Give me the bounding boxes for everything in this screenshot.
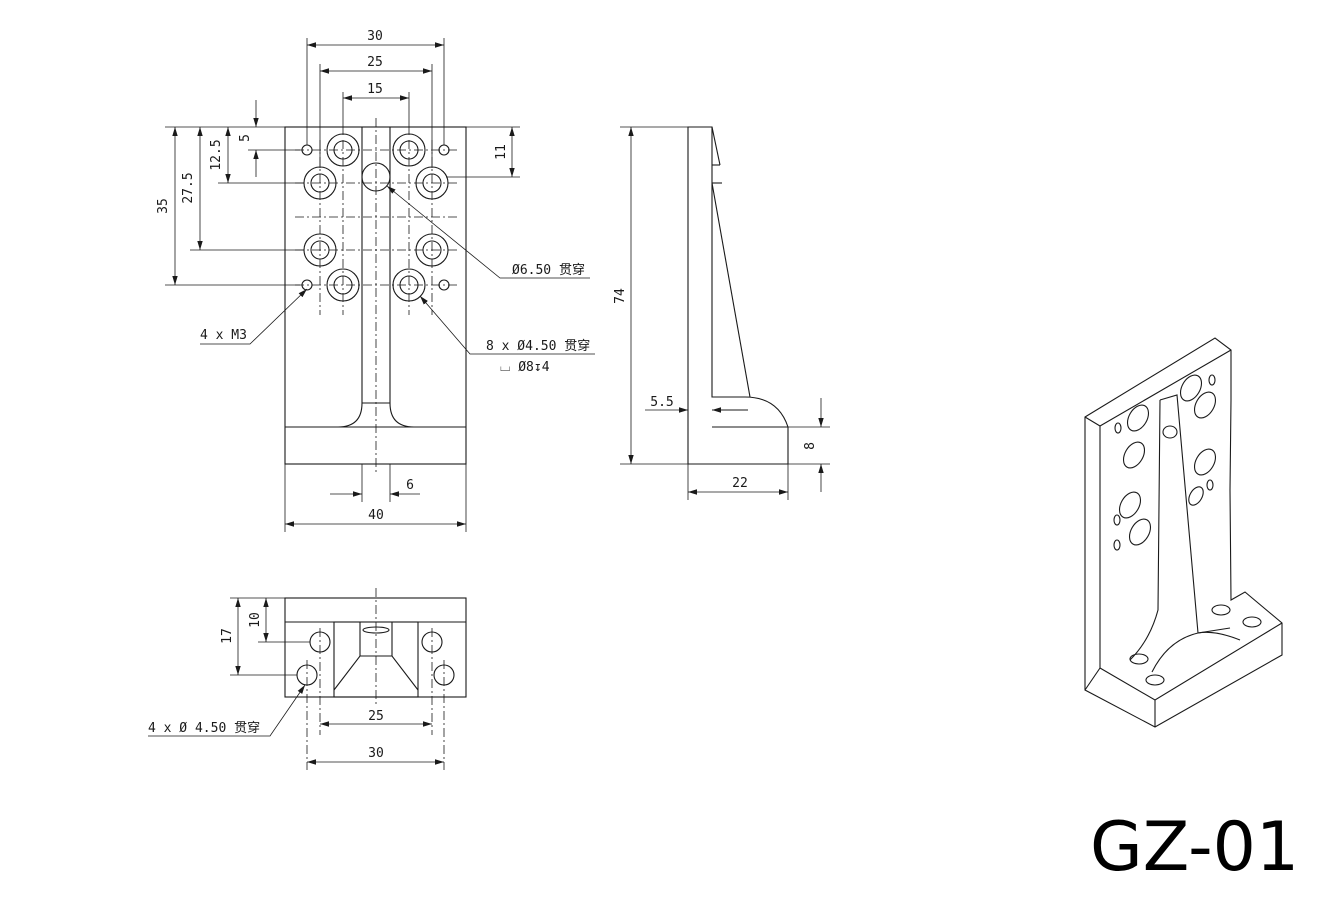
bottom-hole bbox=[421, 631, 443, 653]
side-view: 74 5.5 8 22 bbox=[613, 126, 830, 500]
dim-30: 30 bbox=[367, 29, 383, 44]
bottom-hole bbox=[433, 664, 455, 686]
note-bottom-holes: 4 x Ø 4.50 贯穿 bbox=[148, 720, 260, 736]
dim-8: 8 bbox=[803, 442, 818, 450]
dim-5: 5 bbox=[238, 134, 253, 142]
dim-15: 15 bbox=[367, 82, 383, 97]
dim-17: 17 bbox=[220, 628, 235, 644]
m3-hole bbox=[438, 279, 450, 291]
counterbore-hole bbox=[392, 268, 426, 302]
dim-5-5: 5.5 bbox=[650, 395, 673, 410]
dim-10: 10 bbox=[248, 612, 263, 628]
counterbore-hole bbox=[326, 268, 360, 302]
note-counterbore-spec: ⌴ Ø8↧4 bbox=[500, 360, 550, 375]
front-view: 30 25 15 5 12.5 27.5 35 11 40 bbox=[156, 29, 595, 532]
dim-27-5: 27.5 bbox=[181, 172, 196, 203]
dim-11: 11 bbox=[494, 144, 509, 160]
dim-bottom-30: 30 bbox=[368, 746, 384, 761]
dim-12-5: 12.5 bbox=[209, 139, 224, 170]
dim-6: 6 bbox=[406, 478, 414, 493]
bottom-view: 17 10 25 30 4 x Ø 4.50 贯穿 bbox=[148, 588, 467, 770]
isometric-view bbox=[1084, 337, 1283, 728]
dim-bottom-25: 25 bbox=[368, 709, 384, 724]
note-counterbore-holes: 8 x Ø4.50 贯穿 bbox=[486, 338, 590, 354]
front-outline bbox=[284, 126, 467, 465]
dim-35: 35 bbox=[156, 198, 171, 214]
counterbore-hole bbox=[415, 233, 449, 267]
through-hole bbox=[361, 162, 391, 192]
note-through-hole: Ø6.50 贯穿 bbox=[512, 262, 585, 278]
side-outline bbox=[687, 126, 789, 465]
dim-22: 22 bbox=[732, 476, 748, 491]
part-number: GZ-01 bbox=[1090, 808, 1299, 887]
note-m3: 4 x M3 bbox=[200, 328, 247, 343]
dim-40: 40 bbox=[368, 508, 384, 523]
dim-25: 25 bbox=[367, 55, 383, 70]
m3-hole bbox=[301, 279, 313, 291]
dim-74: 74 bbox=[613, 288, 628, 304]
